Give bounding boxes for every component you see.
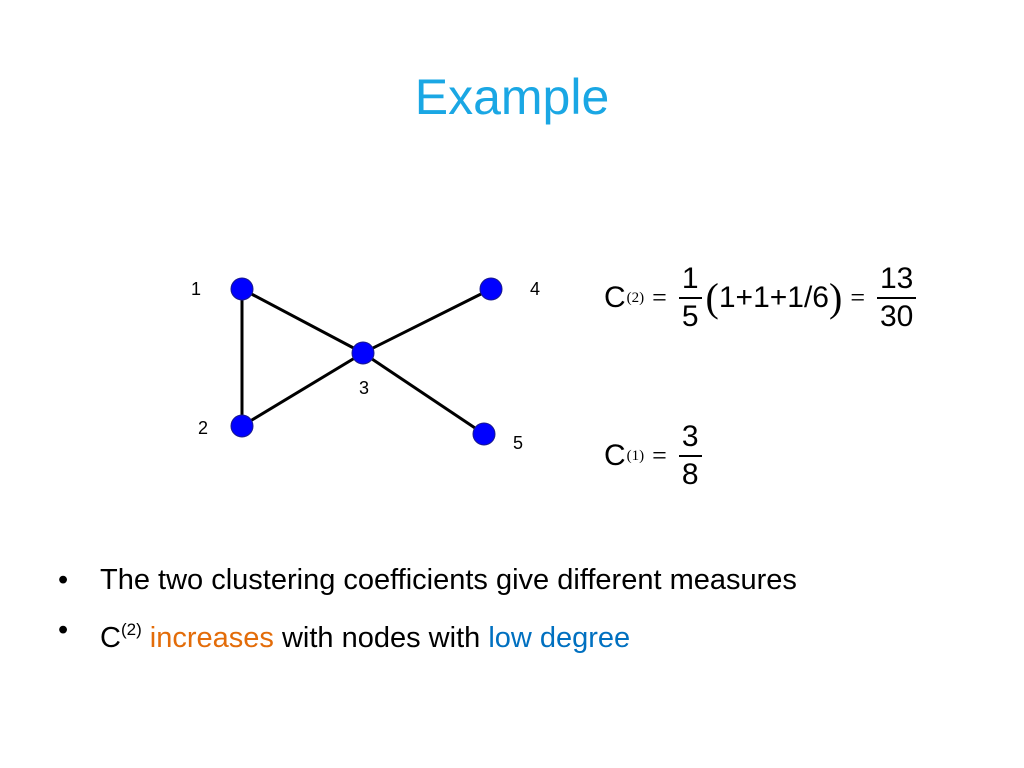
graph-edge-2-3 — [241, 351, 364, 428]
graph-nodes — [230, 277, 503, 446]
formula-c1: C(1) = 3 8 — [604, 420, 706, 492]
formula-c2-open-paren: ( — [705, 275, 719, 320]
formula-c2: C(2) = 1 5 ( 1+1+1/6 ) = 13 30 — [604, 262, 920, 334]
fraction-numerator: 13 — [879, 262, 914, 295]
graph-edge-1-3 — [241, 287, 364, 355]
fraction-numerator: 1 — [681, 262, 699, 295]
low-degree-text: low degree — [488, 622, 631, 654]
formula-c2-equals-2: = — [850, 283, 865, 312]
graph-node-2 — [230, 414, 254, 438]
fraction-numerator: 3 — [681, 420, 699, 453]
graph-edge-3-5 — [362, 351, 485, 436]
formula-c1-symbol: C — [604, 439, 626, 472]
graph-edges — [240, 287, 492, 436]
formula-c2-superscript: (2) — [626, 289, 645, 306]
fraction-bar — [678, 297, 702, 299]
slide-title: Example — [414, 69, 610, 125]
formula-c2-equals: = — [652, 283, 667, 312]
graph-node-label-5: 5 — [513, 433, 523, 453]
bullet-item-2: • C(2) increases with nodes with low deg… — [58, 612, 958, 656]
formula-c2-terms: 1+1+1/6 — [718, 281, 829, 314]
formula-c1-fraction: 3 8 — [678, 420, 702, 492]
graph-node-3 — [351, 341, 375, 365]
graph-edge-3-4 — [362, 287, 492, 355]
bullet-marker: • — [58, 614, 69, 646]
graph-node-1 — [230, 277, 254, 301]
increases-text: increases — [149, 622, 274, 654]
fraction-bar — [678, 455, 702, 457]
graph-node-labels: 1 2 3 4 5 — [191, 279, 540, 453]
fraction-denominator: 8 — [681, 458, 699, 491]
bullet-item-2-symbol: C — [100, 622, 121, 654]
formula-c2-fraction-2: 13 30 — [876, 262, 917, 334]
formula-c1-superscript: (1) — [626, 447, 645, 464]
bullet-item-2-superscript: (2) — [120, 620, 142, 639]
graph-node-5 — [472, 422, 496, 446]
formula-c2-close-paren: ) — [828, 275, 843, 320]
fraction-denominator: 30 — [879, 300, 914, 333]
graph-node-label-3: 3 — [359, 378, 369, 398]
formula-c2-symbol: C — [604, 281, 626, 314]
graph-node-label-1: 1 — [191, 279, 201, 299]
bullet-item-2-middle: with nodes with — [273, 622, 489, 654]
formula-c2-fraction-1: 1 5 — [678, 262, 702, 334]
bullet-list: • The two clustering coefficients give d… — [58, 562, 958, 670]
fraction-denominator: 5 — [681, 300, 699, 333]
graph-node-label-4: 4 — [530, 279, 540, 299]
bullet-marker: • — [58, 564, 69, 596]
graph-node-4 — [479, 277, 503, 301]
bullet-item-1-text: The two clustering coefficients give dif… — [100, 564, 797, 596]
graph-node-label-2: 2 — [198, 418, 208, 438]
fraction-bar — [876, 297, 917, 299]
bullet-item-1: • The two clustering coefficients give d… — [58, 562, 958, 598]
formula-c1-equals: = — [652, 441, 667, 470]
